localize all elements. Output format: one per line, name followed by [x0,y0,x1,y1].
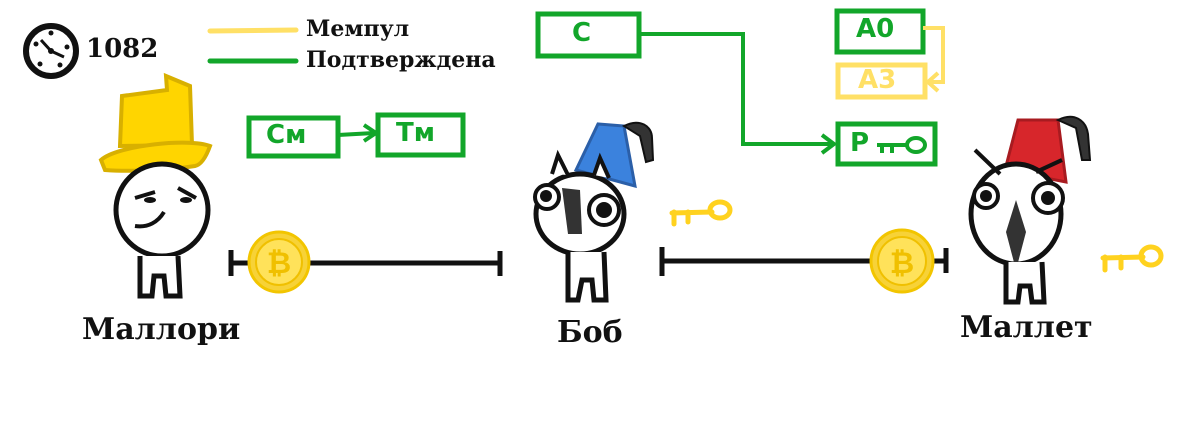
key-symbol-in-p [877,136,927,154]
legend-mempool-label: Мемпул [306,16,410,42]
key-icon [1100,244,1164,273]
key-icon [669,199,733,227]
mallory-name: Маллори [82,312,241,347]
block-a3-box [835,62,928,100]
bob-figure [533,121,655,303]
legend-mempool-line [207,27,299,34]
arrow-c-to-p [639,32,838,155]
block-tm-label: Тм [396,118,435,148]
block-cm-box [246,115,341,159]
block-c-box [535,11,642,59]
bitcoin-icon: ₿ [869,228,935,294]
block-a3-label: А3 [858,65,897,95]
block-tm-box [375,112,466,158]
clock-icon [23,23,79,79]
arrow-a0-to-a3 [923,26,945,93]
bitcoin-icon: ₿ [247,230,311,294]
block-p-label: Р [850,128,870,158]
block-c-label: С [572,18,592,48]
block-a0-label: А0 [856,14,895,44]
svg-text:₿: ₿ [890,246,914,281]
bob-name: Боб [557,315,623,350]
svg-text:₿: ₿ [267,246,291,281]
mallet-figure [968,115,1092,305]
block-cm-label: См [266,120,307,150]
legend-confirmed-label: Подтверждена [306,47,496,73]
mallory-figure [98,72,213,299]
arrow-cm-to-tm [337,123,380,143]
mallet-name: Маллет [960,310,1093,345]
block-height-value: 1082 [86,34,159,64]
block-a0-box [834,8,926,55]
